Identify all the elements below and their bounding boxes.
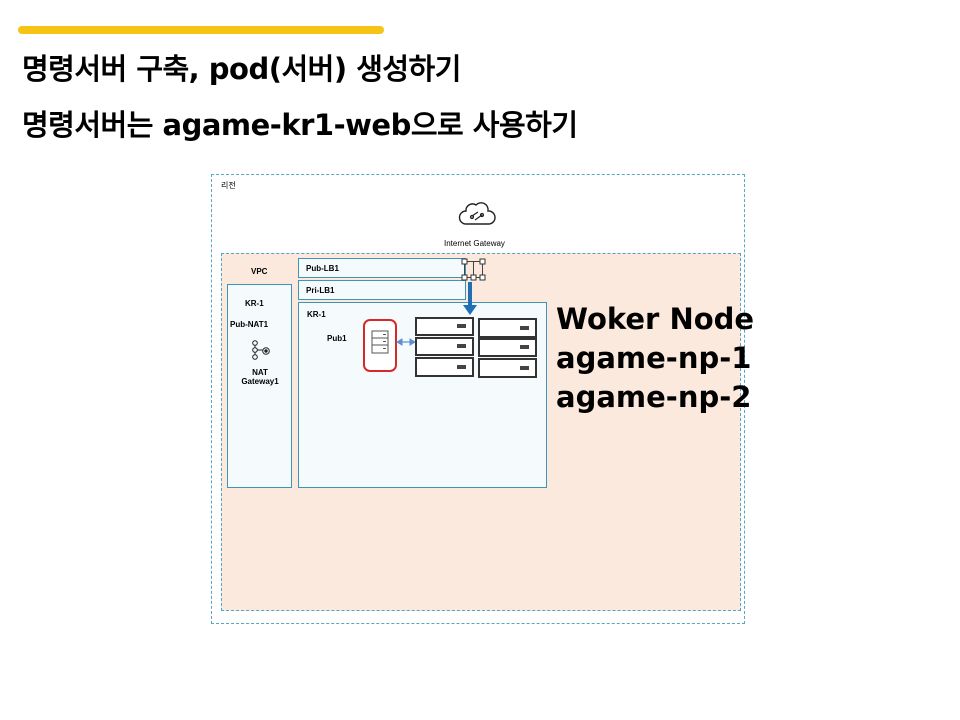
connection-arrow: [396, 338, 416, 346]
lb-public-label: Pub-LB1: [306, 264, 339, 273]
worker-node-heading: Woker Node: [556, 302, 755, 336]
nat-label-line2: Gateway1: [241, 377, 279, 386]
worker-node-2: agame-np-2: [556, 380, 752, 414]
nat-gateway-icon: [252, 340, 270, 360]
internet-gateway-label: Internet Gateway: [444, 239, 505, 248]
slide-title: 명령서버 구축, pod(서버) 생성하기: [22, 52, 461, 86]
worker-node-1: agame-np-1: [556, 341, 752, 375]
traffic-arrow: [463, 282, 477, 315]
server-rack-leds: [457, 324, 529, 370]
nat-gateway-label: NAT Gateway1: [229, 368, 291, 386]
left-availability-zone: [227, 284, 292, 488]
cloud-gateway-icon: [458, 202, 496, 225]
server-rack-icon: [415, 317, 537, 378]
right-subnet-label: Pub1: [327, 334, 347, 343]
nat-label-line1: NAT: [252, 368, 268, 377]
left-zone-label: KR-1: [245, 299, 264, 308]
server-icon: [363, 319, 397, 372]
public-load-balancer: [298, 258, 466, 278]
lb-private-label: Pri-LB1: [306, 286, 335, 295]
vpc-label: VPC: [251, 267, 268, 276]
load-balancer-icon: [461, 258, 486, 281]
region-label: 리전: [221, 181, 236, 190]
right-zone-label: KR-1: [307, 310, 326, 319]
left-subnet-label: Pub-NAT1: [230, 320, 269, 329]
accent-bar: [18, 26, 384, 34]
private-load-balancer: [298, 280, 466, 300]
slide-subtitle: 명령서버는 agame-kr1-web으로 사용하기: [22, 108, 578, 142]
